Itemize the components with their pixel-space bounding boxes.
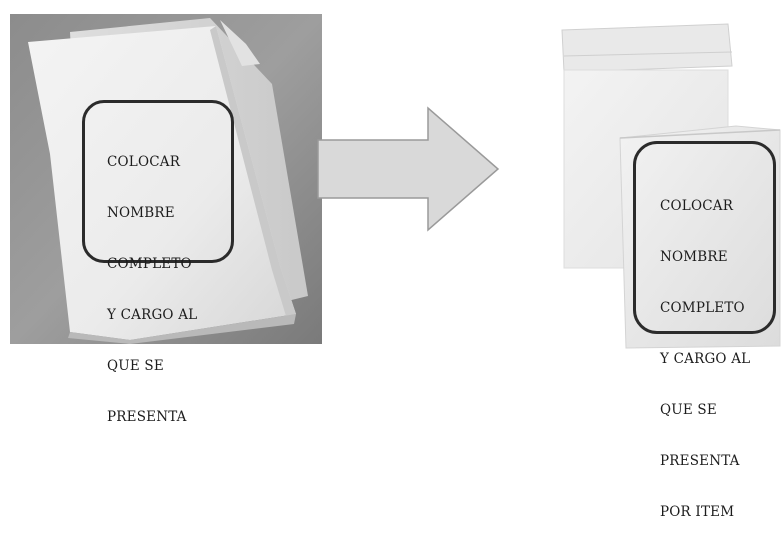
left-label-line: Y CARGO AL: [107, 307, 197, 324]
right-arrow-icon: [316, 106, 502, 232]
right-label-line: PRESENTA: [660, 453, 750, 470]
right-label-line: POR ITEM: [660, 504, 750, 521]
right-label-line: COLOCAR: [660, 198, 750, 215]
right-label-line: COMPLETO: [660, 300, 750, 317]
right-label-line: QUE SE: [660, 402, 750, 419]
left-label-text: COLOCAR NOMBRE COMPLETO Y CARGO AL QUE S…: [107, 120, 197, 443]
right-label-line: Y CARGO AL: [660, 351, 750, 368]
left-label-line: PRESENTA: [107, 409, 197, 426]
left-label-line: COLOCAR: [107, 154, 197, 171]
left-label-line: COMPLETO: [107, 256, 197, 273]
right-label-text: COLOCAR NOMBRE COMPLETO Y CARGO AL QUE S…: [660, 164, 750, 538]
left-label-line: QUE SE: [107, 358, 197, 375]
right-label-line: NOMBRE: [660, 249, 750, 266]
left-label-line: NOMBRE: [107, 205, 197, 222]
